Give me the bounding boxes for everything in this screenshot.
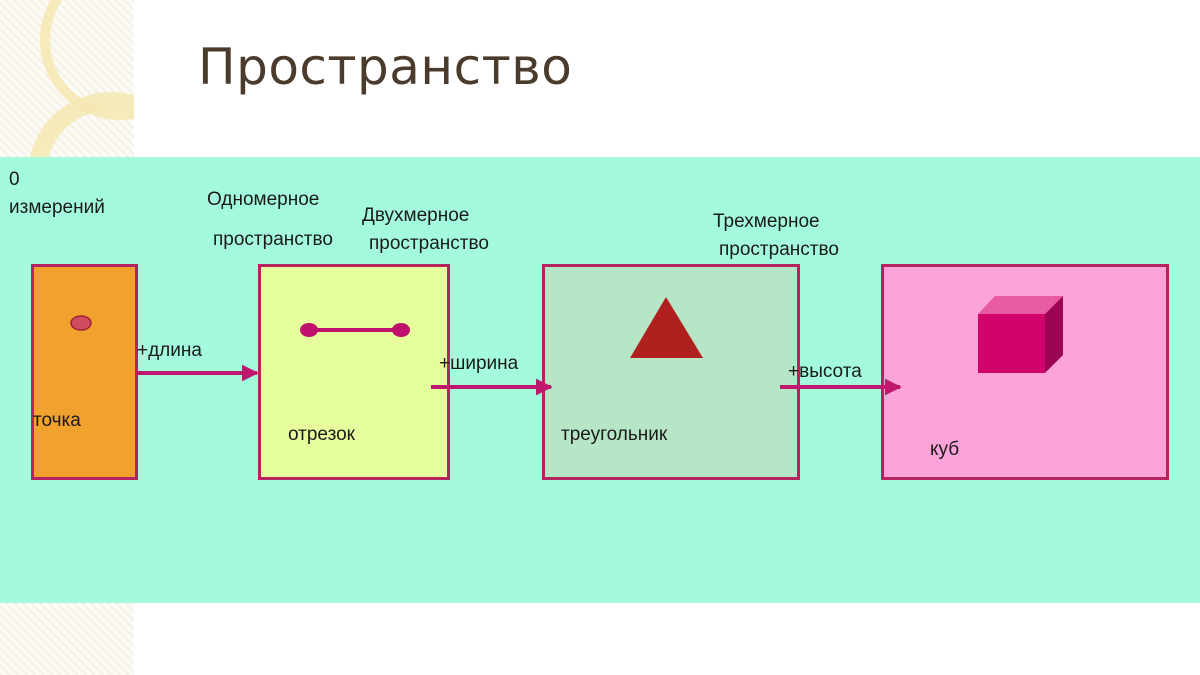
heading-two-dim: Двухмерное пространство bbox=[362, 202, 489, 258]
box-point bbox=[31, 264, 138, 480]
heading-line: 0 bbox=[9, 169, 20, 190]
heading-line: Трехмерное bbox=[713, 211, 820, 232]
heading-line: пространство bbox=[369, 233, 489, 254]
transition-length-label: +длина bbox=[137, 340, 202, 361]
slide-title: Пространство bbox=[198, 38, 573, 96]
heading-line: пространство bbox=[719, 239, 839, 260]
caption-cube: куб bbox=[930, 439, 960, 460]
heading-one-dim-line2: пространство bbox=[213, 229, 333, 250]
caption-triangle: треугольник bbox=[561, 424, 668, 445]
box-cube bbox=[881, 264, 1169, 480]
caption-segment: отрезок bbox=[288, 424, 355, 445]
heading-zero-dim: 0 измерений bbox=[9, 166, 105, 222]
heading-line: измерений bbox=[9, 197, 105, 218]
caption-point: точка bbox=[33, 410, 81, 431]
heading-three-dim: Трехмерное пространство bbox=[713, 208, 839, 264]
box-triangle bbox=[542, 264, 800, 480]
transition-height-label: +высота bbox=[788, 361, 862, 382]
transition-width-label: +ширина bbox=[439, 353, 519, 374]
heading-one-dim-line1: Одномерное bbox=[207, 189, 320, 210]
box-segment bbox=[258, 264, 450, 480]
heading-line: Двухмерное bbox=[362, 205, 470, 226]
